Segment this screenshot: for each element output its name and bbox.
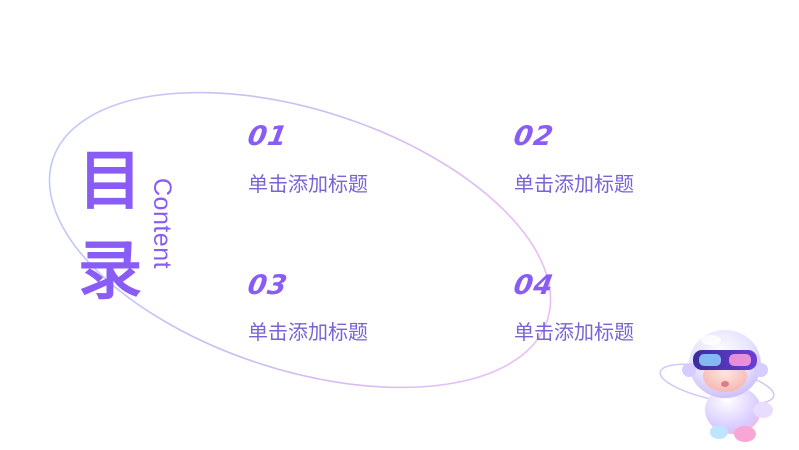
astronaut-mascot-icon [659, 330, 775, 442]
content-vertical-label: Content [148, 178, 176, 270]
item-number-02: 02 [511, 121, 557, 152]
item-title-02[interactable]: 单击添加标题 [514, 172, 634, 196]
item-number-01: 01 [245, 121, 291, 152]
item-number-03: 03 [245, 270, 291, 301]
item-title-01[interactable]: 单击添加标题 [248, 172, 368, 196]
title-char-lu: 录 [78, 235, 142, 309]
item-number-04: 04 [511, 270, 557, 301]
item-title-03[interactable]: 单击添加标题 [248, 320, 368, 344]
item-title-04[interactable]: 单击添加标题 [514, 320, 634, 344]
title-char-mu: 目 [78, 145, 142, 219]
